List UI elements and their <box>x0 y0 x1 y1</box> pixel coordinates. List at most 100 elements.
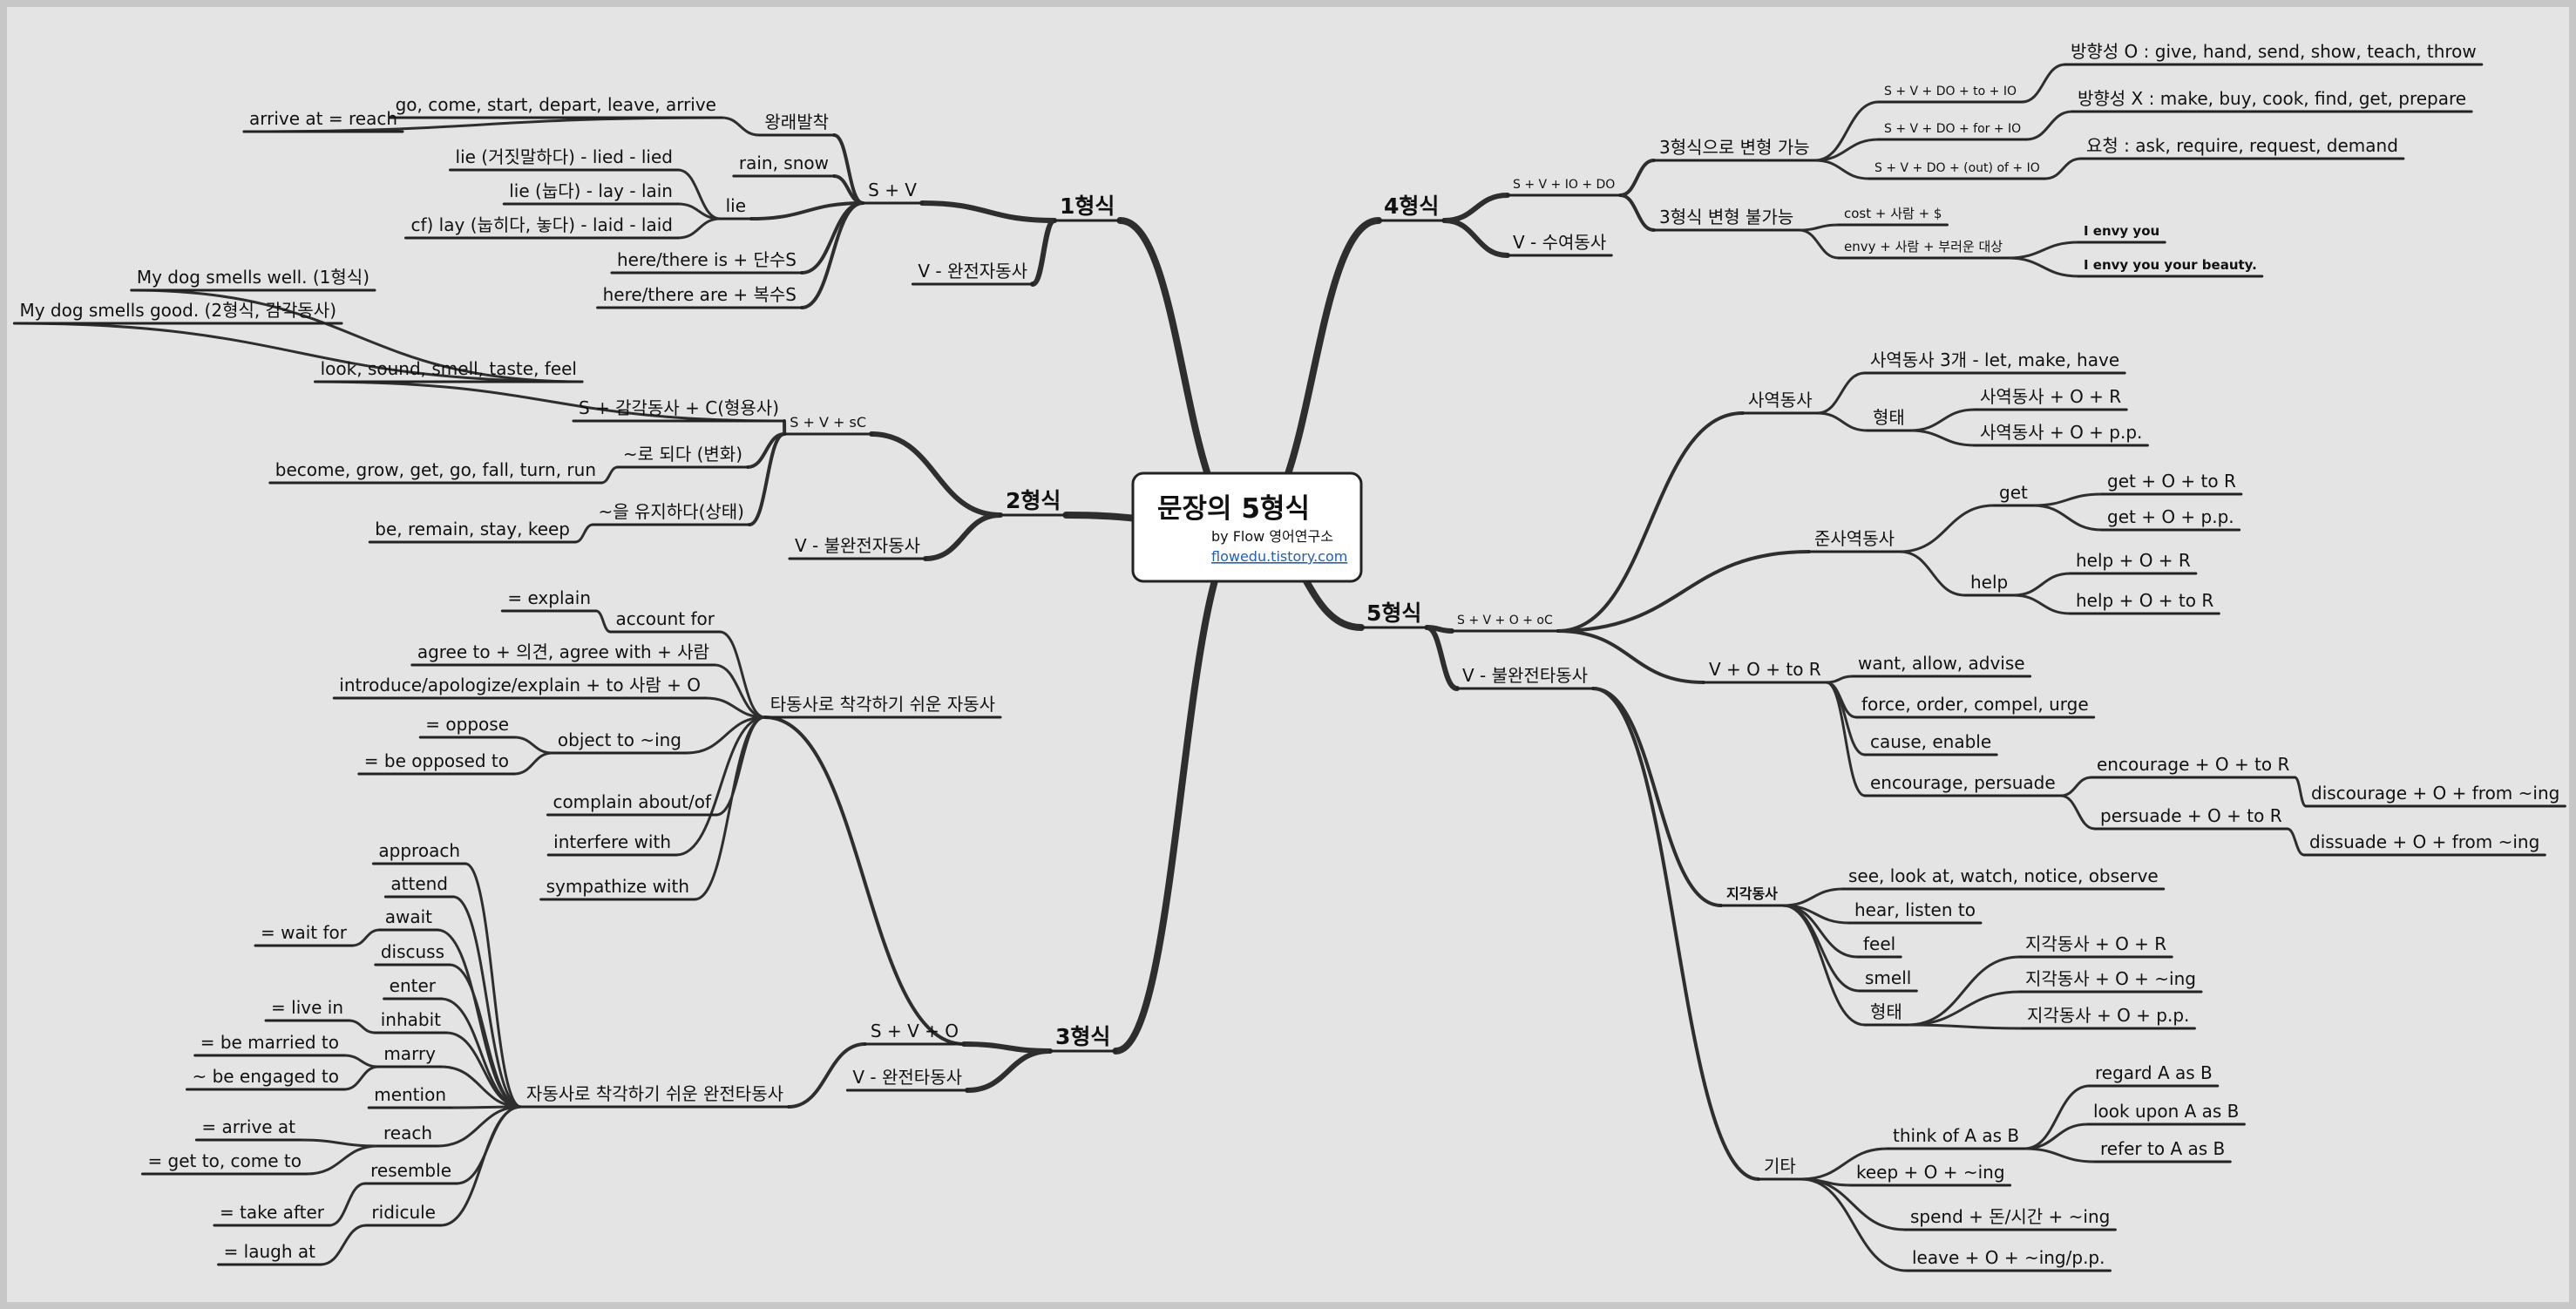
topic-f3-opposed[interactable]: = be opposed to <box>357 750 516 776</box>
topic-f1-lie[interactable]: lie <box>719 195 753 220</box>
topic-f3-mention[interactable]: mention <box>367 1084 453 1109</box>
topic-f4-envy[interactable]: envy + 사람 + 부러운 대상 <box>1837 239 2010 260</box>
topic-f4-req[interactable]: 요청 : ask, require, request, demand <box>2079 135 2405 160</box>
central-topic[interactable]: 문장의 5형식 by Flow 영어연구소 flowedu.tistory.co… <box>1131 471 1363 583</box>
topic-f1-v[interactable]: V - 완전자동사 <box>911 261 1034 286</box>
topic-f5-vtor[interactable]: V + O + to R <box>1702 659 1828 684</box>
topic-f4-to[interactable]: S + V + DO + to + IO <box>1877 85 2024 104</box>
topic-f5-enc[interactable]: encourage, persuade <box>1863 772 2063 797</box>
topic-f3-object[interactable]: object to ~ing <box>551 729 688 755</box>
topic-f1-here2[interactable]: here/there are + 복수S <box>596 284 803 309</box>
topic-f3-livein[interactable]: = live in <box>264 997 350 1022</box>
topic-f3-ridicule[interactable]: ridicule <box>364 1202 443 1227</box>
topic-f3-married[interactable]: = be married to <box>193 1032 346 1057</box>
topic-f5-help1[interactable]: help + O + R <box>2069 550 2198 575</box>
topic-f5-per1x[interactable]: dissuade + O + from ~ing <box>2302 831 2546 857</box>
topic-f2-sense-list[interactable]: look, sound, smell, taste, feel <box>314 358 584 383</box>
topic-f5-get2[interactable]: get + O + p.p. <box>2100 506 2241 532</box>
topic-f1-lie3[interactable]: cf) lay (눕히다, 놓다) - laid - laid <box>403 214 680 240</box>
topic-f1-lie2[interactable]: lie (눕다) - lay - lain <box>502 180 680 206</box>
topic-f5-perc1[interactable]: 지각동사 + O + R <box>2018 933 2173 959</box>
topic-f3-await[interactable]: await <box>378 906 439 932</box>
topic-f3-waitfor[interactable]: = wait for <box>254 922 354 947</box>
topic-f5-refer[interactable]: refer to A as B <box>2093 1138 2232 1163</box>
topic-f3-attend[interactable]: attend <box>383 873 455 899</box>
topic-f1-round[interactable]: 왕래발착 <box>757 112 836 137</box>
topic-f3-arriveat[interactable]: = arrive at <box>194 1116 302 1142</box>
topic-f4-envy2[interactable]: I envy you your beauty. <box>2077 257 2264 278</box>
topic-f5-per1[interactable]: persuade + O + to R <box>2093 805 2289 831</box>
topic-f2-dog1[interactable]: My dog smells well. (1형식) <box>130 267 376 292</box>
topic-f5-regard[interactable]: regard A as B <box>2088 1062 2220 1088</box>
topic-f3-resemble[interactable]: resemble <box>363 1160 458 1185</box>
topic-f3-account[interactable]: account for <box>608 608 722 634</box>
topic-f2-become-list[interactable]: become, grow, get, go, fall, turn, run <box>268 459 603 485</box>
topic-f1-rain[interactable]: rain, snow <box>732 153 836 178</box>
topic-f3-inhabit[interactable]: inhabit <box>374 1009 448 1034</box>
topic-f3-approach[interactable]: approach <box>371 840 467 865</box>
topic-f4-conv[interactable]: 3형식으로 변형 가능 <box>1652 137 1817 162</box>
topic-f5-caus3[interactable]: 사역동사 3개 - let, make, have <box>1863 349 2126 375</box>
topic-f1[interactable]: 1형식 <box>1053 193 1122 222</box>
topic-f2-keep-list[interactable]: be, remain, stay, keep <box>368 519 577 544</box>
topic-f5-think[interactable]: think of A as B <box>1886 1125 2026 1150</box>
topic-f5-perc3[interactable]: 지각동사 + O + p.p. <box>2020 1005 2196 1030</box>
topic-f2-become[interactable]: ~로 되다 (변화) <box>616 444 749 469</box>
topic-f3[interactable]: 3형식 <box>1048 1024 1117 1053</box>
topic-f5[interactable]: 5형식 <box>1359 600 1428 629</box>
topic-f5-get[interactable]: get <box>1992 482 2035 507</box>
topic-f4-svio[interactable]: S + V + IO + DO <box>1506 178 1622 197</box>
topic-f4-dir-x[interactable]: 방향성 X : make, buy, cook, find, get, prep… <box>2071 88 2473 113</box>
topic-f3-v[interactable]: V - 완전타동사 <box>845 1067 969 1092</box>
topic-f5-look[interactable]: look upon A as B <box>2086 1101 2246 1126</box>
topic-f3-oppose[interactable]: = oppose <box>418 714 516 739</box>
topic-f3-engaged[interactable]: ~ be engaged to <box>185 1066 346 1091</box>
topic-f3-interfere[interactable]: interfere with <box>546 831 678 857</box>
topic-f2[interactable]: 2형식 <box>999 488 1068 517</box>
topic-f1-round-list[interactable]: go, come, start, depart, leave, arrive <box>389 94 723 119</box>
topic-f5-force[interactable]: force, order, compel, urge <box>1854 694 2096 719</box>
topic-f2-sense[interactable]: S + 감각동사 + C(형용사) <box>572 397 786 423</box>
topic-f2-v[interactable]: V - 불완전자동사 <box>788 535 927 560</box>
topic-f3-complain[interactable]: complain about/of <box>546 791 718 817</box>
topic-f3-sympathize[interactable]: sympathize with <box>539 876 696 901</box>
topic-f5-spend[interactable]: spend + 돈/시간 + ~ing <box>1903 1206 2117 1231</box>
topic-f2-svsc[interactable]: S + V + sC <box>783 414 873 436</box>
topic-f3-agree[interactable]: agree to + 의견, agree with + 사람 <box>410 641 716 667</box>
topic-f5-keep[interactable]: keep + O + ~ing <box>1849 1162 2012 1187</box>
topic-f5-enc1x[interactable]: discourage + O + from ~ing <box>2304 783 2566 808</box>
topic-f5-want[interactable]: want, allow, advise <box>1851 653 2032 678</box>
topic-f5-help2[interactable]: help + O + to R <box>2069 590 2220 615</box>
topic-f3-enter[interactable]: enter <box>383 975 443 1000</box>
topic-f2-keep[interactable]: ~을 유지하다(상태) <box>591 501 751 526</box>
topic-f5-semi[interactable]: 준사역동사 <box>1807 528 1901 553</box>
topic-f4-dir-o[interactable]: 방향성 O : give, hand, send, show, teach, t… <box>2064 41 2484 66</box>
topic-f5-v[interactable]: V - 불완전타동사 <box>1455 665 1595 690</box>
topic-f4-of[interactable]: S + V + DO + (out) of + IO <box>1868 161 2047 180</box>
topic-f4-noconv[interactable]: 3형식 변형 불가능 <box>1652 207 1800 232</box>
topic-f3-explain[interactable]: = explain <box>500 587 598 613</box>
topic-f5-leave[interactable]: leave + O + ~ing/p.p. <box>1905 1247 2112 1272</box>
topic-f3-getto[interactable]: = get to, come to <box>140 1150 308 1176</box>
topic-f3-trans[interactable]: 자동사로 착각하기 쉬운 완전타동사 <box>519 1083 790 1109</box>
topic-f5-perc[interactable]: 지각동사 <box>1719 885 1785 907</box>
topic-f1-here1[interactable]: here/there is + 단수S <box>610 249 803 275</box>
topic-f5-caus-pp[interactable]: 사역동사 + O + p.p. <box>1973 422 2149 447</box>
topic-f5-help[interactable]: help <box>1963 572 2015 597</box>
topic-f5-smell[interactable]: smell <box>1858 967 1918 993</box>
topic-f5-perc2[interactable]: 지각동사 + O + ~ing <box>2018 968 2203 994</box>
topic-f5-cause[interactable]: cause, enable <box>1863 731 1998 756</box>
topic-f3-laughat[interactable]: = laugh at <box>217 1241 322 1266</box>
central-link[interactable]: flowedu.tistory.com <box>1211 548 1347 565</box>
topic-f5-enc1[interactable]: encourage + O + to R <box>2090 754 2296 779</box>
topic-f5-caus-r[interactable]: 사역동사 + O + R <box>1973 386 2128 411</box>
topic-f1-arrive[interactable]: arrive at = reach <box>242 108 404 133</box>
topic-f3-intr[interactable]: 타동사로 착각하기 쉬운 자동사 <box>763 694 1002 719</box>
topic-f4-for[interactable]: S + V + DO + for + IO <box>1877 122 2028 141</box>
topic-f3-marry[interactable]: marry <box>376 1043 443 1068</box>
topic-f4-envy1[interactable]: I envy you <box>2077 223 2166 244</box>
topic-f4-cost[interactable]: cost + 사람 + $ <box>1837 206 1949 227</box>
topic-f5-perc-form[interactable]: 형태 <box>1863 1001 1909 1027</box>
topic-f2-dog2[interactable]: My dog smells good. (2형식, 감각동사) <box>12 300 343 325</box>
topic-f4[interactable]: 4형식 <box>1377 193 1446 222</box>
